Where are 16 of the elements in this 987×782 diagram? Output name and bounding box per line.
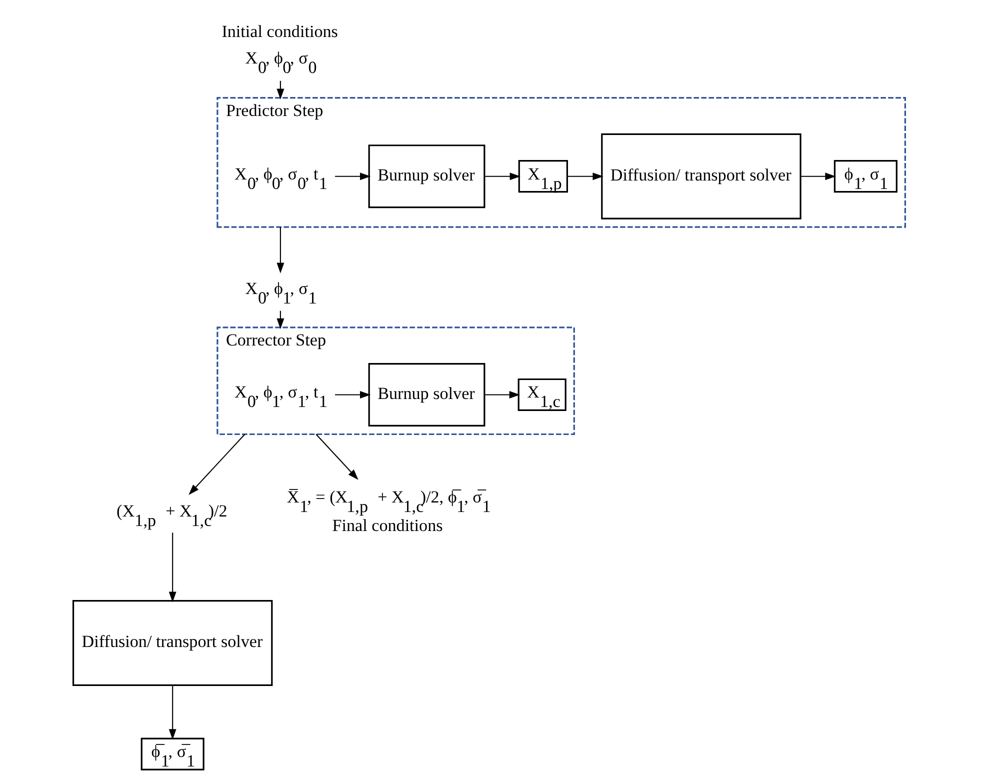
arrow: [168, 532, 176, 602]
arrow: [484, 391, 520, 398]
arrow: [316, 434, 358, 480]
node-box: Diffusion/ transport solver: [72, 600, 273, 686]
arrow: [567, 172, 604, 180]
node-box: Diffusion/ transport solver: [601, 133, 802, 220]
arrow: [168, 685, 176, 740]
arrow: [335, 172, 371, 180]
node-box: Burnup solver: [368, 144, 486, 208]
node-box: Burnup solver: [368, 362, 486, 426]
arrow: [484, 172, 520, 180]
arrow: [335, 391, 371, 398]
arrow: [188, 434, 246, 495]
arrow: [800, 172, 836, 180]
arrow: [276, 80, 284, 100]
arrow: [276, 227, 284, 274]
